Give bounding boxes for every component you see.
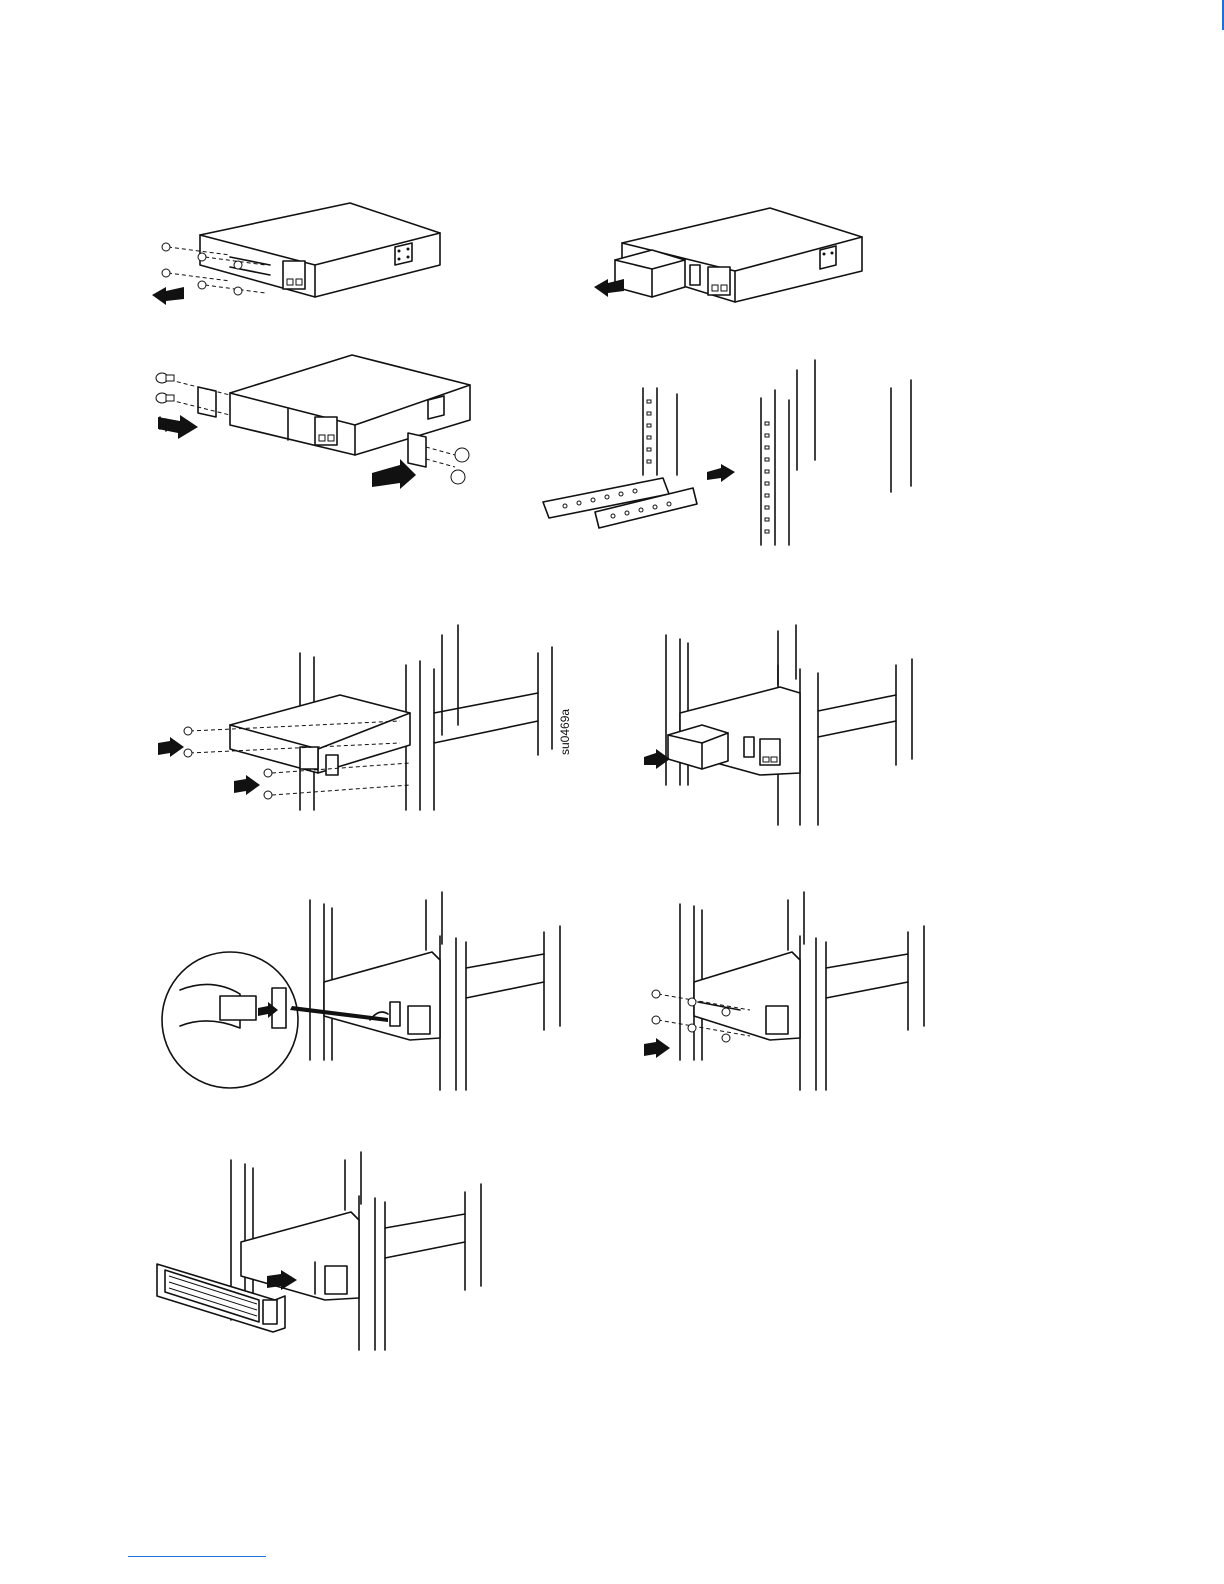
attach-bezel-drawing xyxy=(155,1150,495,1355)
step-5-illustration: su0469a xyxy=(150,625,570,815)
step-3-illustration xyxy=(150,355,480,500)
rack-post-holes xyxy=(647,400,769,533)
step-9-illustration xyxy=(155,1150,495,1355)
step-2-illustration xyxy=(590,205,870,315)
ups-slide-into-rack-drawing xyxy=(150,625,570,815)
bottom-link-rule xyxy=(128,1556,266,1557)
step-4-illustration xyxy=(535,360,925,550)
insert-battery-drawing xyxy=(640,625,930,830)
drawing-code-label: su0469a xyxy=(558,709,572,755)
step-7-illustration xyxy=(160,890,570,1090)
ups-remove-screws-drawing xyxy=(150,195,450,315)
connect-battery-drawing xyxy=(160,890,570,1090)
step-8-illustration xyxy=(640,890,930,1090)
ups-attach-ears-drawing xyxy=(150,355,480,500)
reinstall-screws-drawing xyxy=(640,890,930,1090)
step-1-illustration xyxy=(150,195,450,315)
ups-pull-battery-drawing xyxy=(590,205,870,315)
step-6-illustration xyxy=(640,625,930,830)
rack-rails-drawing xyxy=(535,360,925,550)
